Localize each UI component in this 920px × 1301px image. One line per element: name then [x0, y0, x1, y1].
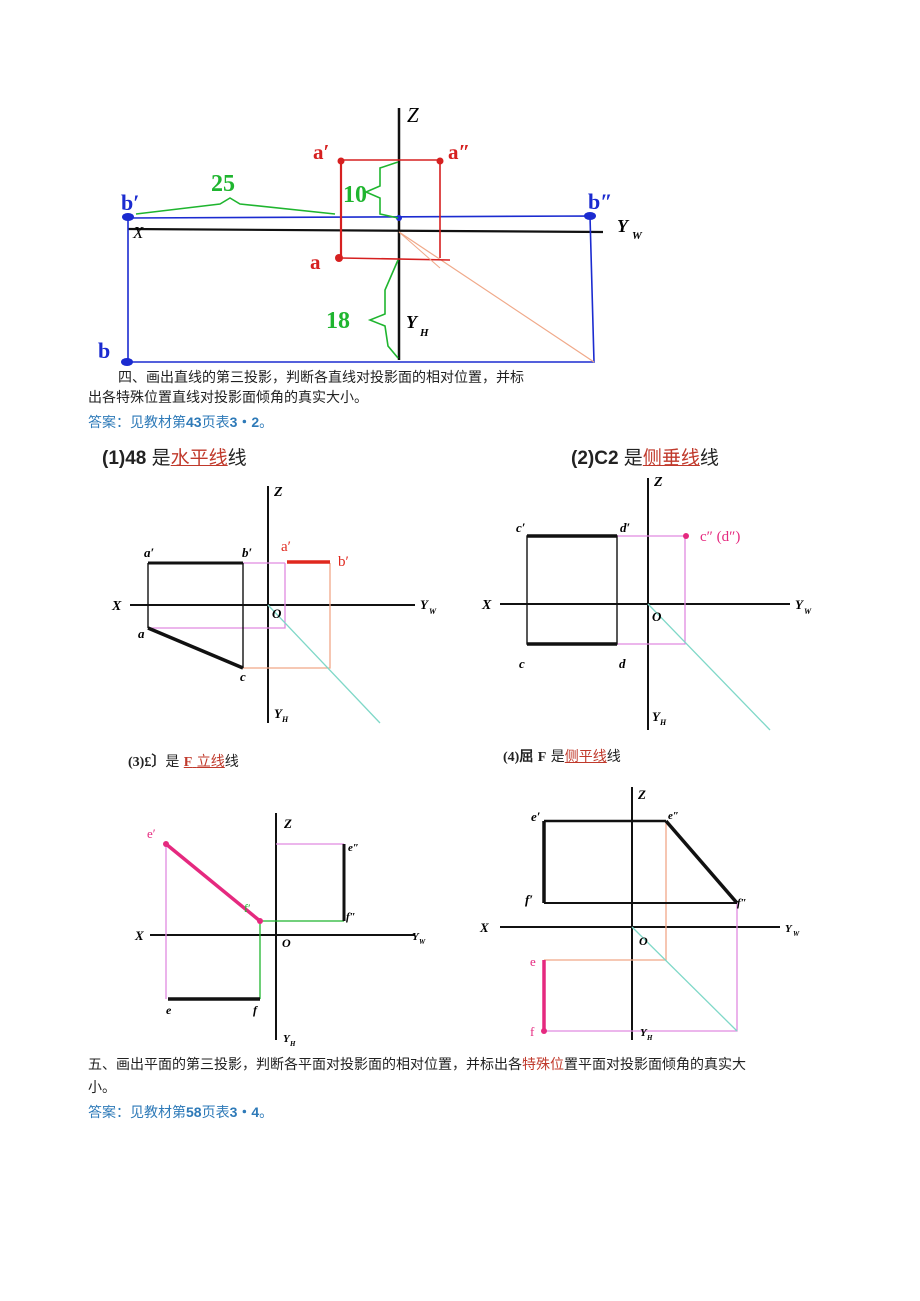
point-f-top-label: f: [253, 1003, 258, 1017]
z-axis-label: Z: [653, 475, 663, 490]
point-a-side-label: a″: [448, 140, 470, 164]
dimension-10: 10: [343, 182, 367, 208]
yh-axis-sub: H: [419, 327, 429, 339]
point-b-front-label: b′: [242, 545, 253, 560]
x-axis-label: X: [111, 599, 122, 614]
figure-4-profile-line: Z X Y W Y H O e′ f′ e″ f″ e f: [479, 787, 800, 1042]
yh-axis-sub: H: [659, 718, 667, 727]
point-f-side-label: f″: [737, 897, 747, 909]
yw-axis-label: Y: [785, 923, 793, 935]
z-axis-label: Z: [407, 103, 419, 127]
point-a-side-label: a′: [281, 539, 291, 555]
x-axis-label: X: [134, 928, 144, 943]
point-e-side-label: e″: [348, 842, 359, 854]
origin-label: O: [652, 609, 662, 624]
yh-axis-sub: H: [289, 1040, 296, 1048]
point-b-side-label: b′: [338, 554, 349, 570]
yh-axis-label: Y: [652, 709, 661, 724]
q3-heading: (3)£〕是 F 立线线: [128, 754, 239, 770]
section4-instruction-line1: 四、画出直线的第三投影，判断各直线对投影面的相对位置，并标: [118, 370, 524, 386]
point-e-top-label: e: [166, 1003, 172, 1017]
point-f-front-label: f′: [525, 892, 533, 907]
point-a-front-label: a′: [313, 140, 329, 164]
q1-heading: (1)48 是水平线线: [102, 448, 247, 469]
point-f-side-label: f″: [346, 911, 356, 923]
yw-axis-label: Y: [617, 216, 630, 236]
figure-3-frontal-line: Z X Y W Y H O e′ f′ e″ f″ e f: [134, 813, 426, 1048]
point-e-top-label: e: [530, 954, 536, 969]
yw-axis-sub: W: [793, 930, 800, 938]
point-e-side-label: e″: [668, 810, 679, 822]
point-c-top-label: c: [240, 669, 246, 684]
figure-1-horizontal-line: Z X Y W Y H O a′ b′ a′ b′ a c: [111, 485, 437, 724]
yw-axis-sub: W: [429, 607, 437, 616]
dimension-18: 18: [326, 308, 350, 334]
section5-answer: 答案：见教材第58页表3・4。: [88, 1104, 274, 1121]
yh-axis-sub: H: [646, 1034, 653, 1042]
origin-label: O: [272, 606, 282, 621]
yw-axis-sub: W: [419, 938, 426, 946]
yh-axis-label: Y: [274, 706, 283, 721]
origin-label: O: [282, 936, 291, 950]
yh-axis-sub: H: [281, 715, 289, 724]
origin-label: O: [639, 934, 648, 948]
yw-axis-sub: W: [804, 607, 812, 616]
point-f-front-label: f′: [244, 901, 251, 915]
x-axis-label: X: [132, 223, 144, 242]
yw-axis-label: Y: [420, 597, 429, 612]
yh-axis-label: Y: [640, 1027, 648, 1039]
point-a-top-label: a: [138, 626, 145, 641]
q4-heading: (4)屈 F 是侧平线线: [503, 749, 621, 765]
z-axis-label: Z: [273, 485, 283, 500]
point-c-top-label: c: [519, 656, 525, 671]
yw-axis-sub: W: [632, 230, 643, 242]
point-e-front-label: e′: [147, 826, 156, 841]
dimension-25: 25: [211, 171, 235, 197]
x-axis-label: X: [479, 920, 489, 935]
point-b-front-label: b′: [121, 190, 139, 215]
yw-axis-label: Y: [412, 931, 420, 943]
point-d-top-label: d: [619, 656, 626, 671]
point-f-top-label: f: [530, 1024, 535, 1039]
top-projection-figure: Z X Y W Y H a′ a″ a b′ b″ b 25 10 18: [98, 103, 643, 366]
point-a-front-label: a′: [144, 545, 155, 560]
x-axis-label: X: [481, 598, 492, 613]
point-a-top-label: a: [310, 250, 321, 274]
section5-instruction-line1: 五、画出平面的第三投影，判断各平面对投影面的相对位置，并标出各特殊位置平面对投影…: [88, 1057, 746, 1073]
yh-axis-label: Y: [406, 312, 419, 332]
section4-answer: 答案：见教材第43页表3・2。: [88, 414, 274, 431]
z-axis-label: Z: [637, 787, 646, 802]
z-axis-label: Z: [283, 816, 292, 831]
point-c-front-label: c′: [516, 520, 526, 535]
point-b-top-label: b: [98, 338, 110, 363]
point-cd-side-label: c″ (d″): [700, 529, 740, 545]
point-b-side-label: b″: [588, 189, 612, 214]
yh-axis-label: Y: [283, 1033, 291, 1045]
section4-instruction-line2: 出各特殊位置直线对投影面倾角的真实大小。: [88, 390, 368, 406]
point-e-front-label: e′: [531, 809, 541, 824]
figure-2-profile-perpendicular-line: Z X Y W Y H O c′ d′ c″ (d″) c d: [481, 475, 812, 731]
q2-heading: (2)C2 是侧垂线线: [571, 448, 719, 469]
yw-axis-label: Y: [795, 597, 804, 612]
point-d-front-label: d′: [620, 520, 631, 535]
section5-instruction-line2: 小。: [88, 1080, 116, 1096]
